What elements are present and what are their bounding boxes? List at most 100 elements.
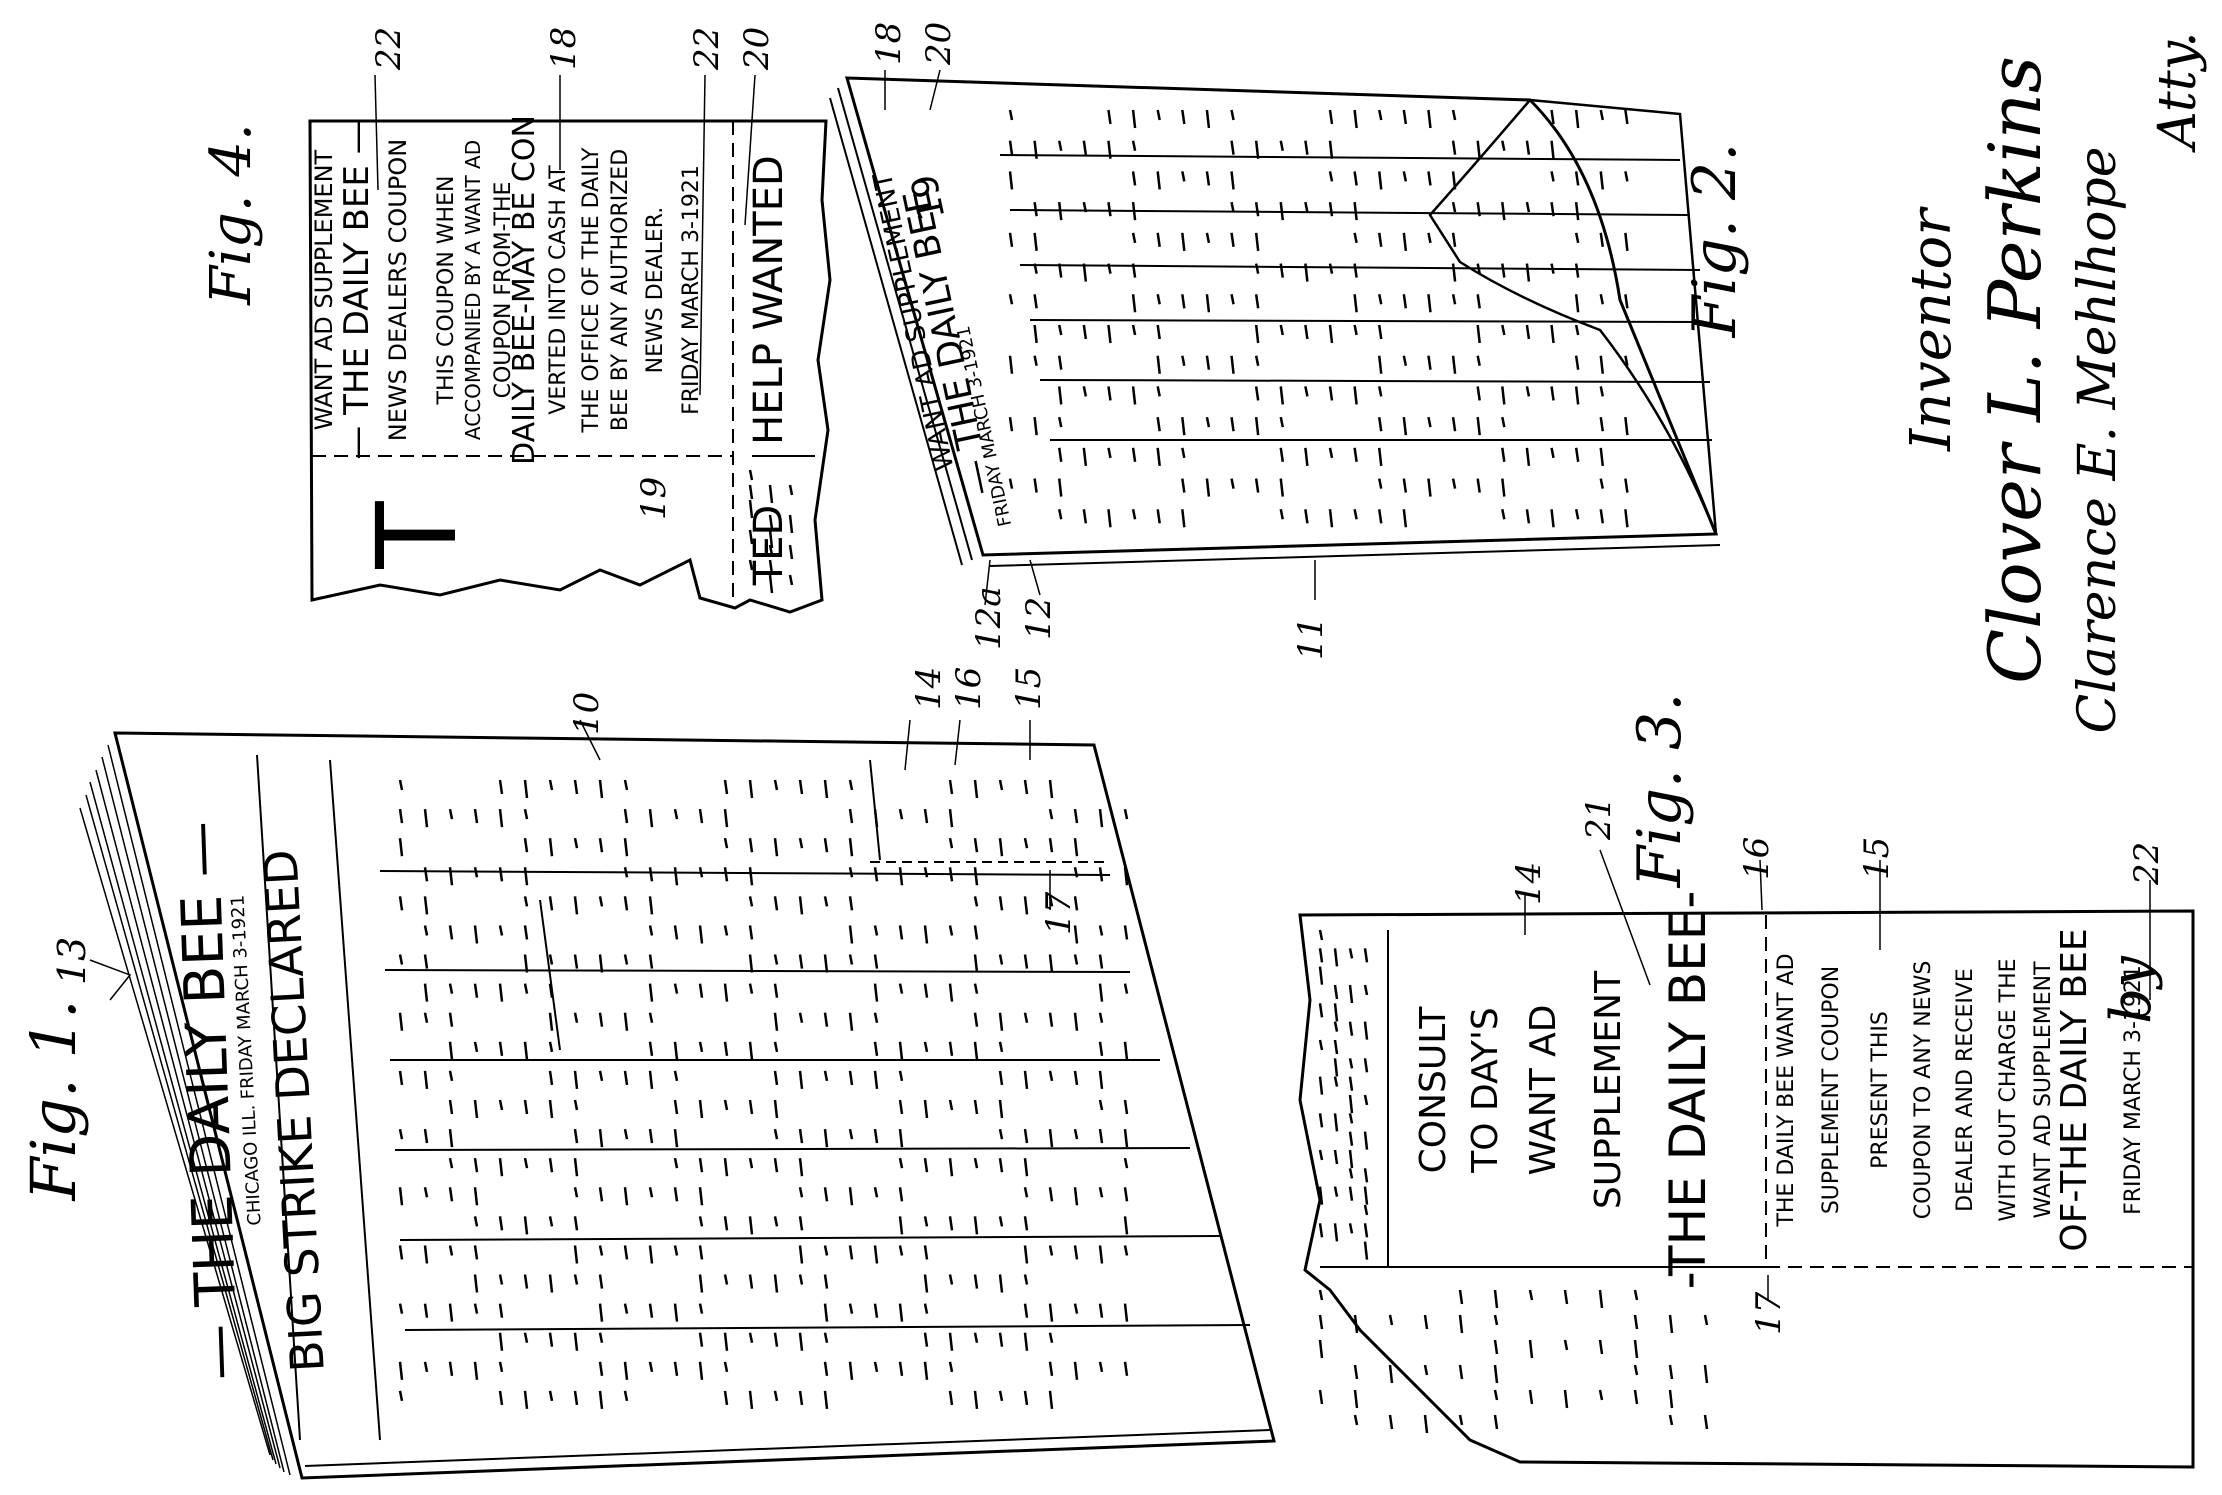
print-mark — [748, 484, 754, 500]
print-mark — [1624, 171, 1629, 182]
print-mark — [748, 1157, 754, 1169]
print-mark — [798, 1158, 804, 1177]
print-mark — [498, 1361, 504, 1373]
fig1-leader-lines — [89, 719, 1051, 1001]
column-rule — [1009, 209, 1691, 216]
print-mark — [1348, 984, 1354, 1004]
print-mark — [648, 1303, 654, 1318]
print-mark — [1254, 417, 1260, 436]
print-mark — [1058, 416, 1063, 428]
print-mark — [1363, 1131, 1369, 1150]
print-mark — [1624, 109, 1629, 125]
print-mark — [1501, 263, 1506, 278]
print-mark — [1501, 478, 1506, 497]
fig4-ref-18: 18 — [544, 27, 584, 70]
fig4: WANT AD SUPPLEMENT— THE DAILY BEE —NEWS … — [199, 27, 832, 614]
print-mark — [1181, 294, 1186, 309]
fig2-ref-11: 11 — [1291, 617, 1331, 660]
print-mark — [748, 896, 754, 907]
print-mark — [1123, 808, 1129, 820]
print-mark — [1624, 232, 1629, 251]
print-mark — [848, 925, 854, 944]
print-mark — [1181, 355, 1186, 366]
print-mark — [573, 1158, 579, 1177]
fig4-title: Fig. 4. — [199, 123, 264, 306]
print-mark — [798, 1216, 804, 1231]
fig3-coupon-line: OF-THE DAILY BEE — [2054, 928, 2095, 1251]
print-mark — [973, 954, 979, 973]
print-mark — [1476, 417, 1481, 436]
print-mark — [698, 1332, 704, 1347]
print-mark — [973, 1157, 979, 1169]
print-mark — [1318, 1314, 1324, 1330]
print-mark — [748, 779, 754, 799]
print-mark — [1073, 808, 1079, 824]
print-mark — [1353, 1314, 1359, 1334]
print-mark — [1304, 386, 1309, 397]
print-mark — [768, 529, 774, 549]
print-mark — [873, 925, 879, 936]
print-mark — [748, 559, 754, 571]
by-label: by — [2099, 955, 2164, 1024]
column-rule — [1039, 379, 1711, 383]
print-mark — [1451, 232, 1457, 248]
print-mark — [1493, 1389, 1499, 1401]
fig3-coupon-line: COUPON TO ANY NEWS — [1911, 961, 1936, 1220]
print-mark — [1451, 478, 1457, 489]
print-mark — [598, 779, 604, 799]
print-mark — [723, 1041, 729, 1056]
fig2-title: Fig. 2. — [1680, 143, 1750, 339]
print-mark — [998, 1332, 1004, 1347]
print-mark — [1668, 1364, 1674, 1380]
print-mark — [1156, 171, 1161, 190]
print-mark — [673, 1303, 679, 1322]
print-mark — [1057, 386, 1063, 405]
print-mark — [423, 808, 429, 828]
print-mark — [723, 1216, 729, 1231]
print-mark — [1427, 171, 1432, 186]
print-mark — [1574, 324, 1580, 336]
fig3-coupon-line: FRIDAY MARCH 3-1921 — [2121, 965, 2146, 1215]
fig2-page-mark: 19 — [904, 171, 954, 224]
print-mark — [1008, 416, 1014, 432]
print-mark — [1363, 1168, 1369, 1183]
print-mark — [1633, 1339, 1639, 1359]
print-mark — [1574, 202, 1580, 221]
print-mark — [1123, 1041, 1129, 1060]
print-mark — [698, 1158, 704, 1173]
fig1-column-rules — [379, 759, 1251, 1410]
print-mark — [1023, 1216, 1029, 1231]
print-mark — [1107, 509, 1112, 528]
print-mark — [598, 954, 604, 973]
print-mark — [1333, 1149, 1339, 1165]
print-mark — [1073, 1187, 1079, 1206]
print-mark — [723, 867, 729, 882]
print-mark — [1574, 109, 1580, 129]
print-mark — [1098, 1303, 1104, 1318]
print-mark — [598, 1012, 604, 1027]
print-mark — [748, 1099, 754, 1115]
column-rule — [1019, 264, 1701, 271]
print-mark — [1073, 925, 1079, 944]
print-mark — [1476, 140, 1481, 159]
print-mark — [948, 808, 954, 828]
print-mark — [1501, 447, 1506, 463]
print-mark — [1451, 294, 1457, 305]
print-mark — [1205, 232, 1211, 244]
fig2-ref-20: 20 — [919, 22, 959, 66]
print-mark — [873, 983, 879, 1002]
print-mark — [723, 779, 729, 795]
print-mark — [1318, 1003, 1324, 1018]
print-mark — [973, 1099, 979, 1115]
print-mark — [1107, 109, 1112, 125]
print-mark — [923, 1216, 929, 1227]
print-mark — [698, 1187, 704, 1206]
print-mark — [1353, 509, 1358, 520]
print-mark — [1318, 929, 1324, 941]
print-mark — [1098, 954, 1104, 969]
print-mark — [848, 954, 854, 965]
print-mark — [1205, 109, 1211, 129]
print-mark — [773, 779, 779, 791]
print-mark — [848, 1187, 854, 1206]
